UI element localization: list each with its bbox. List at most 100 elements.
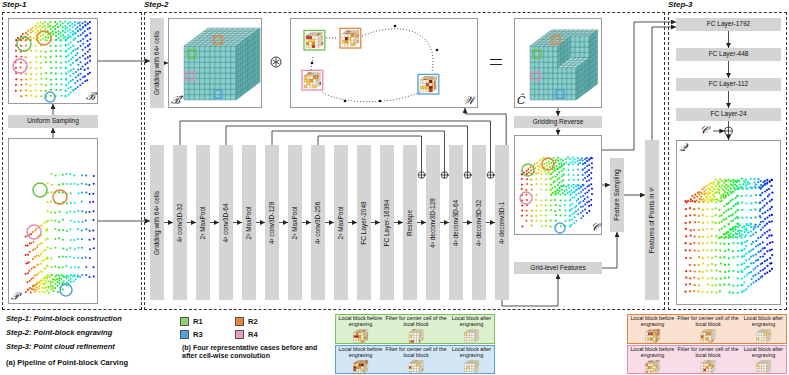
point-dot — [556, 165, 558, 167]
point-dot — [728, 209, 730, 211]
point-dot — [574, 159, 576, 161]
point-dot — [65, 50, 67, 52]
point-dot — [738, 229, 740, 231]
point-dot — [577, 157, 579, 159]
point-dot — [736, 236, 738, 238]
point-dot — [44, 292, 46, 294]
point-dot — [531, 189, 533, 191]
point-dot — [46, 220, 48, 222]
point-dot — [580, 191, 582, 193]
point-dot — [702, 291, 704, 293]
point-dot — [32, 249, 34, 251]
voxel-cell — [220, 78, 225, 83]
voxel-cell — [351, 34, 354, 37]
voxel-cell — [553, 46, 558, 51]
voxel-cell — [309, 36, 312, 39]
point-dot — [52, 281, 54, 283]
point-dot — [578, 163, 580, 165]
voxel-cell — [312, 36, 315, 39]
point-dot — [69, 35, 71, 37]
voxel-cell — [317, 74, 318, 78]
point-dot — [737, 217, 739, 219]
point-dot — [87, 73, 89, 75]
point-dot — [57, 291, 59, 293]
point-dot — [560, 185, 562, 187]
point-dot — [77, 74, 79, 76]
voxel-cell — [584, 52, 589, 57]
point-dot — [588, 174, 590, 176]
point-dot — [31, 268, 33, 270]
voxel-cell — [535, 73, 540, 78]
point-dot — [572, 203, 574, 205]
voxel-cell — [351, 37, 354, 40]
point-dot — [732, 205, 734, 207]
point-dot — [44, 279, 46, 281]
voxel-cell — [226, 78, 231, 83]
point-dot — [55, 73, 57, 75]
voxel-cell — [226, 68, 231, 73]
point-dot — [730, 208, 732, 210]
voxel-cell — [548, 51, 553, 56]
point-dot — [732, 219, 734, 221]
point-dot — [580, 196, 582, 198]
voxel-cell — [429, 89, 432, 92]
point-dot — [47, 265, 49, 267]
point-dot — [554, 180, 556, 182]
point-dot — [79, 276, 81, 278]
point-dot — [43, 260, 45, 262]
point-dot — [727, 231, 729, 233]
point-dot — [76, 52, 78, 54]
point-dot — [718, 237, 720, 239]
voxel-cell — [312, 39, 315, 42]
point-dot — [579, 162, 581, 164]
voxel-cell — [548, 46, 553, 51]
point-dot — [74, 221, 76, 223]
point-dot — [50, 285, 52, 287]
point-dot — [564, 193, 566, 195]
point-dot — [535, 215, 537, 217]
point-dot — [77, 228, 79, 230]
point-dot — [40, 78, 42, 80]
point-dot — [535, 173, 537, 175]
point-dot — [60, 55, 62, 57]
point-dot — [86, 40, 88, 42]
point-dot — [15, 67, 17, 69]
point-dot — [32, 277, 34, 279]
point-dot — [580, 201, 582, 203]
point-dot — [741, 234, 743, 236]
point-dot — [569, 210, 571, 212]
point-dot — [76, 80, 78, 82]
voxel-cell — [575, 52, 580, 57]
point-dot — [58, 237, 60, 239]
point-dot — [581, 157, 583, 159]
voxel-cell — [567, 84, 572, 89]
dotted-link — [311, 29, 433, 102]
point-dot — [698, 229, 700, 231]
point-dot — [723, 219, 725, 221]
point-dot — [736, 233, 738, 235]
point-dot — [735, 203, 737, 205]
point-dot — [58, 191, 60, 193]
point-dot — [34, 289, 36, 291]
point-dot — [80, 45, 82, 47]
point-dot — [69, 75, 71, 77]
point-dot — [27, 289, 29, 291]
point-dot — [84, 80, 86, 82]
point-dot — [697, 221, 699, 223]
voxel-cell — [348, 40, 351, 43]
point-dot — [43, 287, 45, 289]
point-dot — [45, 39, 47, 41]
point-dot — [558, 187, 560, 189]
point-dot — [84, 53, 86, 55]
point-dot — [41, 252, 43, 254]
voxel-cell — [436, 76, 437, 80]
point-dot — [554, 175, 556, 177]
point-dot — [93, 238, 95, 240]
point-dot — [42, 23, 44, 25]
voxel-cell — [318, 35, 319, 39]
point-dot — [70, 46, 72, 48]
point-dot — [555, 214, 557, 216]
point-dot — [560, 162, 562, 164]
point-dot — [49, 25, 51, 27]
point-dot — [70, 281, 72, 283]
